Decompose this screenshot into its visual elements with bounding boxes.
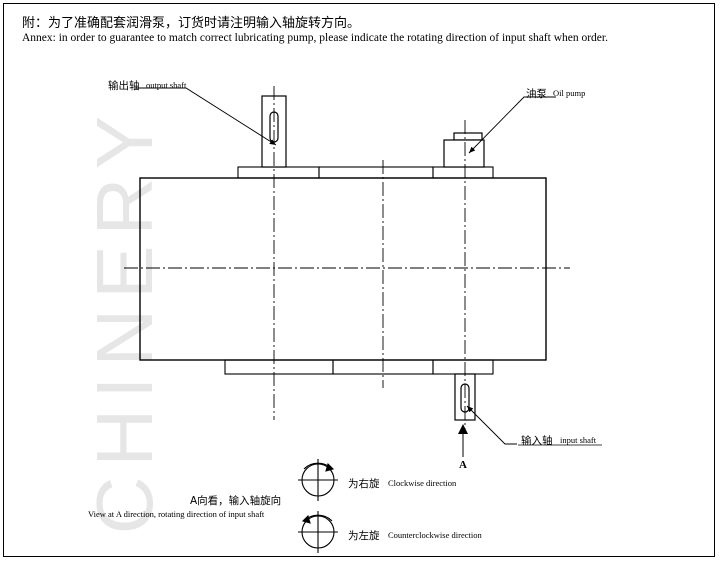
oil-pump-label-en: Oil pump (553, 88, 586, 98)
counterclockwise-label-zh: 为左旋 (348, 530, 380, 542)
bottom-flange (224, 359, 494, 375)
counterclockwise-symbol (298, 511, 338, 553)
oil-pump-label-zh: 油泵 (526, 88, 547, 100)
clockwise-symbol (298, 459, 338, 501)
output-shaft-label-zh: 输出轴 (108, 80, 140, 92)
oil-pump-leader (468, 96, 556, 154)
clockwise-label-zh: 为右旋 (348, 478, 380, 490)
gearbox-housing (139, 177, 547, 361)
annex-note-english: Annex: in order to guarantee to match co… (22, 32, 608, 44)
annex-note-chinese: 附：为了准确配套润滑泵，订货时请注明输入轴旋转方向。 (22, 16, 361, 31)
output-shaft-label-en: output shaft (146, 80, 187, 90)
view-direction-label-en: View at A direction, rotating direction … (88, 509, 265, 519)
input-shaft-label-zh: 输入轴 (521, 435, 553, 447)
input-shaft-label-en: input shaft (560, 435, 597, 445)
view-arrow-letter: A (459, 459, 467, 471)
center-lines (124, 86, 570, 430)
top-flange (237, 166, 494, 179)
view-direction-label-zh: A向看，输入轴旋向 (190, 495, 282, 507)
output-shaft-leader (135, 87, 277, 146)
counterclockwise-label-en: Counterclockwise direction (388, 530, 482, 540)
oil-pump (443, 132, 485, 168)
view-arrow-a (458, 424, 468, 457)
clockwise-label-en: Clockwise direction (388, 478, 457, 488)
input-shaft-leader (466, 405, 517, 445)
drawing-frame (3, 3, 715, 557)
